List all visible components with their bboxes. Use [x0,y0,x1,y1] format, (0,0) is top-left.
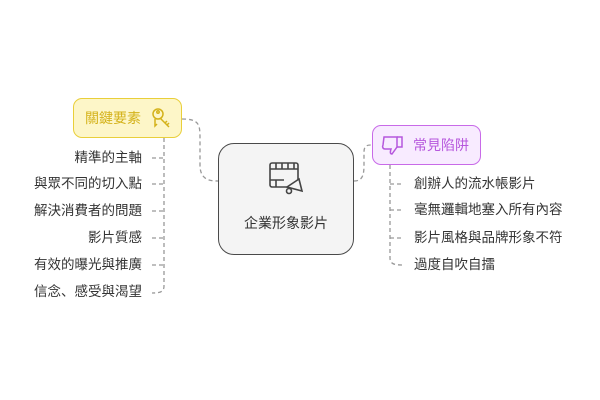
center-node[interactable]: 企業形象影片 [218,143,354,255]
list-item: 有效的曝光與推廣 [34,257,142,273]
center-title: 企業形象影片 [244,216,328,232]
list-item: 信念、感受與渴望 [34,284,142,300]
branch-key-elements[interactable]: 關鍵要素 [73,98,182,138]
list-item: 過度自吹自擂 [414,257,495,273]
branch-label: 常見陷阱 [413,138,469,154]
right-trunk [389,165,404,266]
keys-icon [152,108,170,128]
list-item: 解決消費者的問題 [34,203,142,219]
film-megaphone-icon [269,162,304,195]
connector-center-right [353,144,373,182]
list-item: 與眾不同的切入點 [34,176,142,192]
branch-common-pitfalls[interactable]: 常見陷阱 [372,125,481,165]
list-item: 影片風格與品牌形象不符 [414,230,563,246]
left-trunk [151,138,165,294]
branch-label: 關鍵要素 [85,111,141,127]
thumbs-down-icon [381,136,403,155]
list-item: 精準的主軸 [74,150,143,166]
list-item: 影片質感 [88,230,142,246]
list-item: 毫無邏輯地塞入所有內容 [414,202,563,218]
connector-center-left [181,118,219,182]
list-item: 創辦人的流水帳影片 [414,176,536,192]
